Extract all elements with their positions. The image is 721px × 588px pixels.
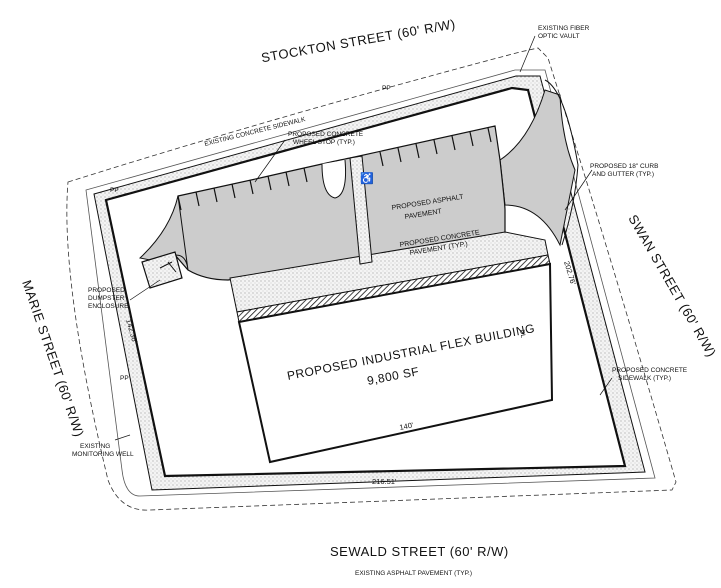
dumpster-enclosure <box>141 251 183 289</box>
proposed-building <box>237 262 554 464</box>
note-proposed-sidewalk-2: SIDEWALK (TYP.) <box>618 375 671 382</box>
building-width: 140' <box>399 420 415 432</box>
street-name-east: SWAN STREET (60' R/W) <box>625 212 719 360</box>
accessible-parking-icon: ♿ <box>360 172 374 185</box>
note-curb-gutter-1: PROPOSED 18" CURB <box>590 163 658 170</box>
note-power-pole-2: PP <box>110 187 119 194</box>
note-proposed-sidewalk-1: PROPOSED CONCRETE <box>612 367 688 374</box>
sidewalk-outer-line <box>85 69 656 497</box>
property-line <box>104 86 627 478</box>
note-monitoring-well-2: MONITORING WELL <box>72 451 134 458</box>
note-dumpster-1: PROPOSED <box>88 287 125 294</box>
street-name-north: STOCKTON STREET (60' R/W) <box>260 16 457 65</box>
note-power-pole-1: PP <box>382 85 391 92</box>
note-dumpster-3: ENCLOSURE <box>88 303 129 310</box>
building-tag: DL <box>518 329 526 339</box>
parking-island <box>349 155 373 265</box>
note-monitoring-well-1: EXISTING <box>80 443 110 450</box>
note-fiber-vault-1: EXISTING FIBER <box>538 25 590 32</box>
note-curb-gutter-2: AND GUTTER (TYP.) <box>592 171 654 178</box>
street-name-west: MARIE STREET (60' R/W) <box>19 278 87 439</box>
tree-island-notch <box>321 159 346 199</box>
note-existing-asphalt: EXISTING ASPHALT PAVEMENT (TYP.) <box>355 570 472 577</box>
east-curb-line <box>544 79 579 246</box>
asphalt-parking <box>174 125 506 281</box>
road-edge-outer <box>66 47 677 511</box>
note-dumpster-2: DUMPSTER <box>88 295 125 302</box>
note-power-pole-3: PP <box>120 375 129 382</box>
leader-lines <box>114 35 613 441</box>
dimension-south: 216.51' <box>372 477 397 486</box>
parking-stalls-north <box>177 127 492 211</box>
note-wheel-stop-2: WHEEL STOP (TYP.) <box>293 139 355 146</box>
street-name-south: SEWALD STREET (60' R/W) <box>330 544 509 559</box>
note-wheel-stop-1: PROPOSED CONCRETE <box>288 131 364 138</box>
note-fiber-vault-2: OPTIC VAULT <box>538 33 580 40</box>
east-driveway <box>499 89 576 247</box>
